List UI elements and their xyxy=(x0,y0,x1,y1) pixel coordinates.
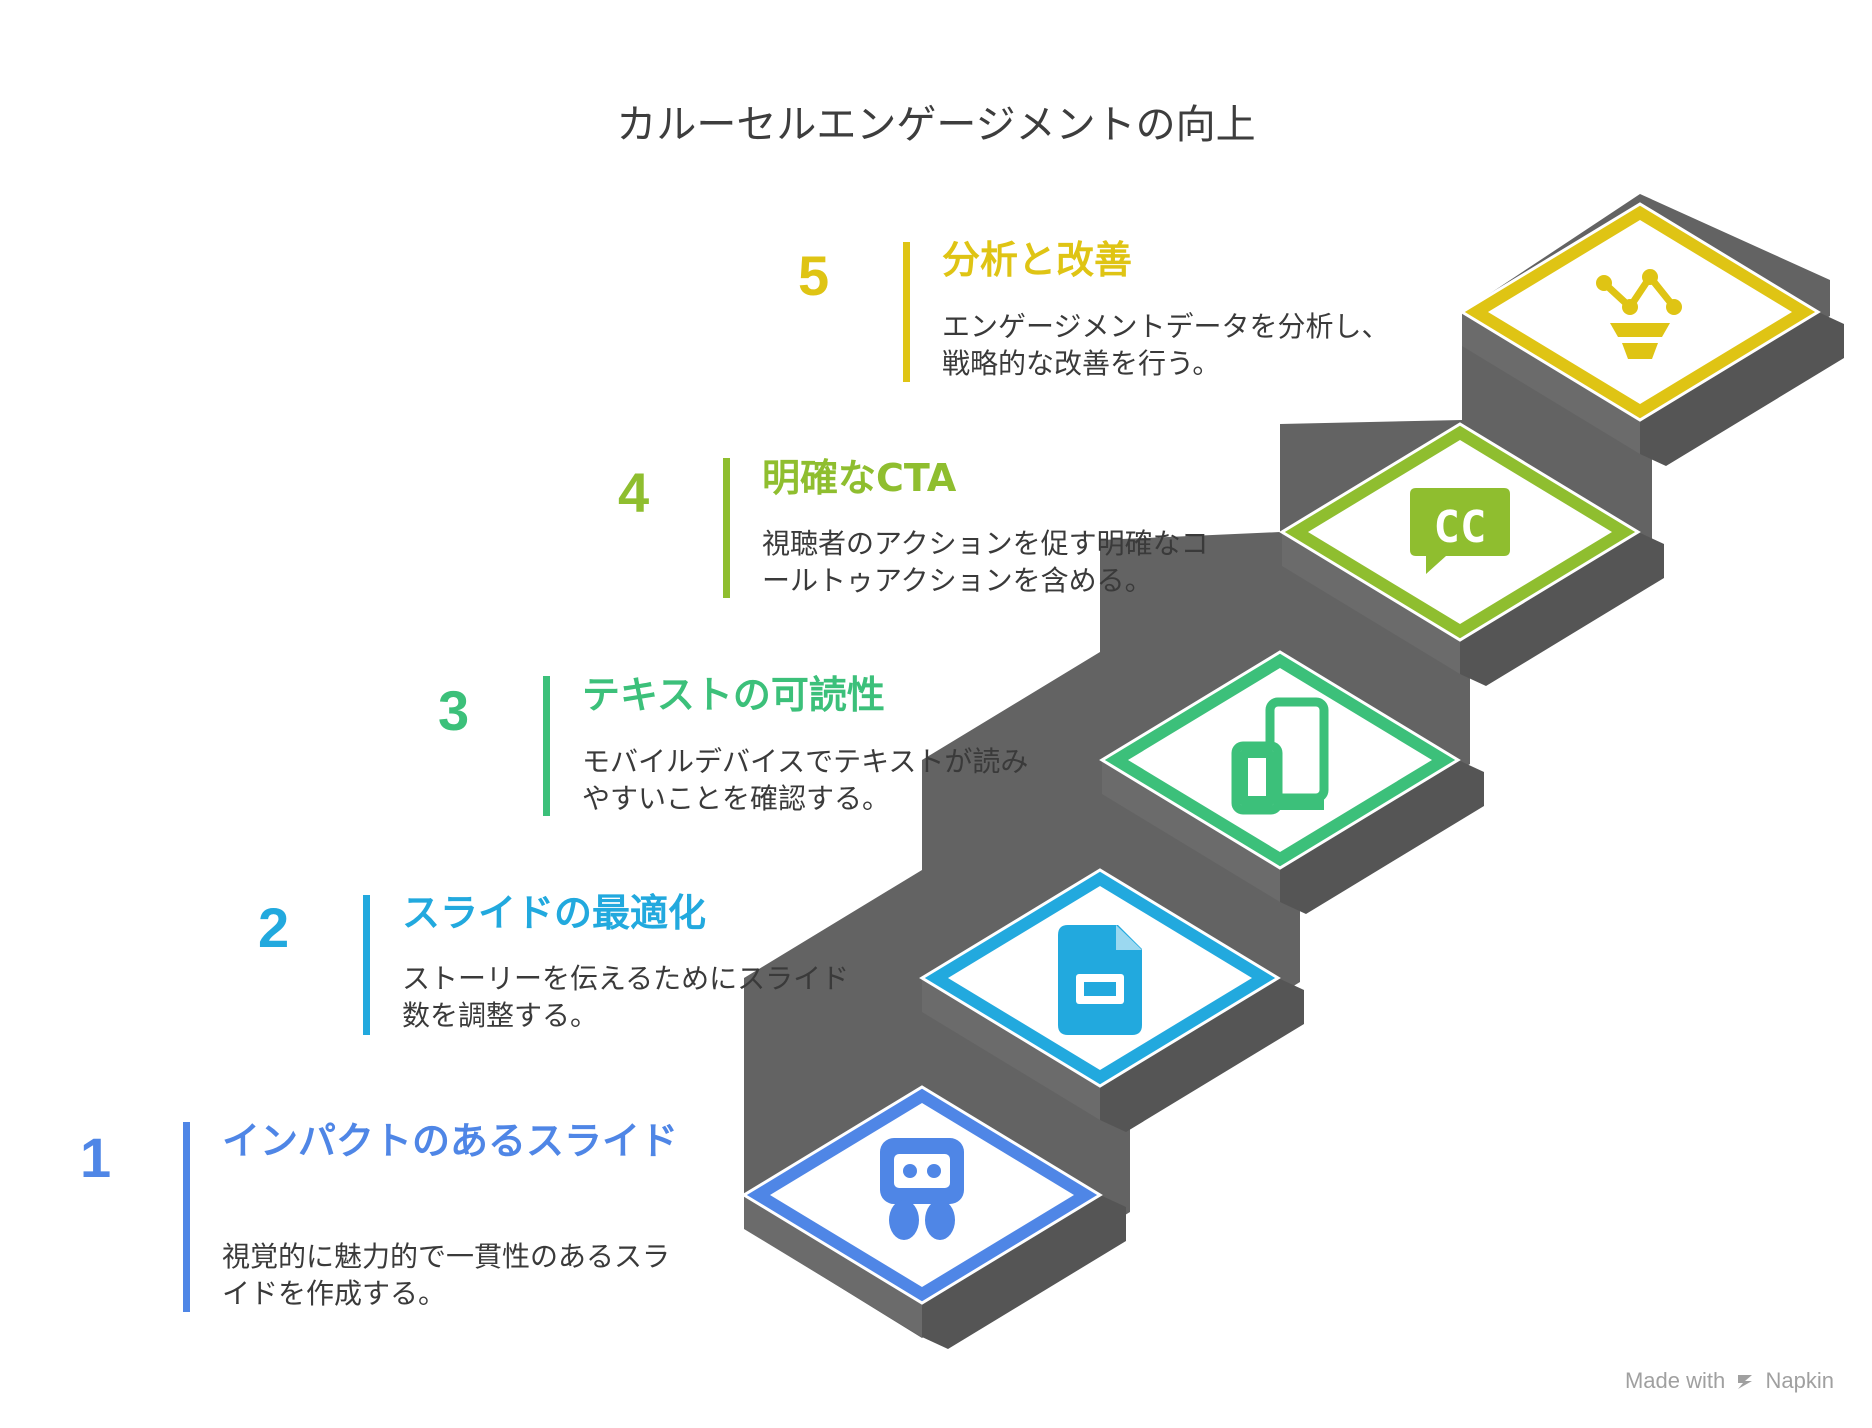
step-description: エンゲージメントデータを分析し、戦略的な改善を行う。 xyxy=(942,310,1390,380)
analytics-funnel-icon xyxy=(1596,269,1682,359)
step-number: 4 xyxy=(618,461,650,524)
step-accent-bar xyxy=(723,458,730,598)
step-tile-inner-5 xyxy=(1488,220,1792,404)
stair-side-face xyxy=(1280,760,1484,914)
step-icons: CC xyxy=(880,269,1682,1240)
svg-text:CC: CC xyxy=(1434,502,1487,553)
slides-logo-icon xyxy=(880,1138,964,1240)
step-number: 1 xyxy=(80,1126,112,1189)
stair-side-face xyxy=(922,1195,1126,1349)
stair-front-face xyxy=(1282,532,1460,674)
stair-front-face xyxy=(744,1195,922,1337)
step-accent-bar xyxy=(543,676,550,816)
step-description: ストーリーを伝えるためにスライド数を調整する。 xyxy=(402,962,850,1032)
stair-front-face xyxy=(922,978,1100,1120)
stair-side-face xyxy=(1460,532,1664,686)
stair-front-face xyxy=(1102,760,1280,902)
step-heading: 分析と改善 xyxy=(942,238,1133,282)
footer-brand: Napkin xyxy=(1765,1368,1834,1393)
step-heading: テキストの可読性 xyxy=(582,673,885,717)
step-description: 視聴者のアクションを促す明確なコールトゥアクションを含める。 xyxy=(762,527,1209,597)
made-with-napkin-footer: Made with Napkin xyxy=(1625,1368,1834,1394)
footer-prefix: Made with xyxy=(1624,1368,1726,1393)
stair-side-face xyxy=(1100,978,1304,1132)
step-heading: スライドの最適化 xyxy=(402,891,707,935)
step-heading: 明確なCTA xyxy=(762,456,957,500)
closed-caption-icon: CC xyxy=(1410,488,1510,574)
step-accent-bar xyxy=(363,895,370,1035)
step-accent-bar xyxy=(183,1122,190,1312)
diagram-title: カルーセルエンゲージメントの向上 xyxy=(616,102,1256,148)
step-description: 視覚的に魅力的で一貫性のあるスライドを作成する。 xyxy=(222,1240,671,1310)
step-heading: インパクトのあるスライド xyxy=(222,1119,679,1163)
stair-front-face xyxy=(1462,312,1640,454)
step-accent-bar xyxy=(903,242,910,382)
napkin-logo-icon xyxy=(1738,1375,1753,1390)
step-number: 2 xyxy=(258,896,290,959)
step-number: 3 xyxy=(438,679,470,742)
step-description: モバイルデバイスでテキストが読みやすいことを確認する。 xyxy=(582,745,1029,815)
stair-side-face xyxy=(1640,312,1844,466)
presentation-file-icon xyxy=(1058,925,1142,1035)
mobile-devices-icon xyxy=(1231,697,1329,815)
step-number: 5 xyxy=(798,244,830,307)
